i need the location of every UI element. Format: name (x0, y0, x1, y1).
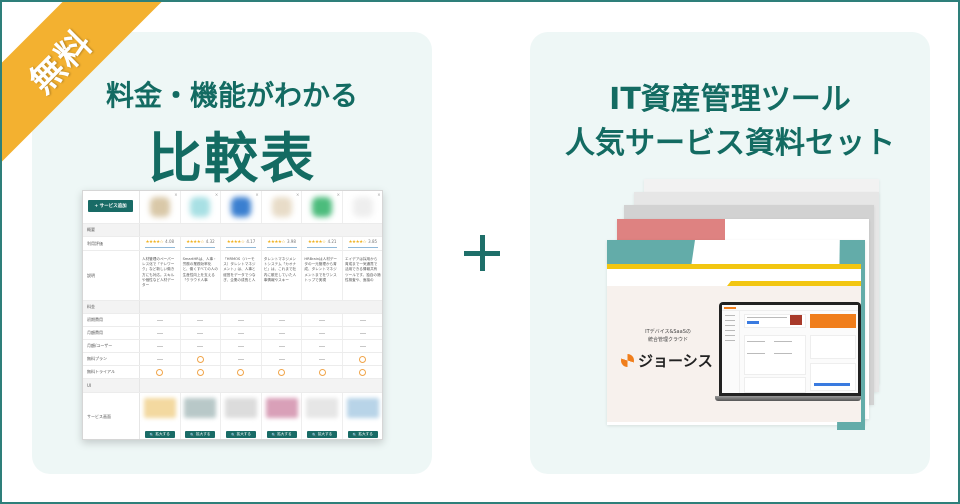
comparison-table-preview: + サービス追加 × × × × × × 概要 利用評価 ★★★★☆4.08 ★… (82, 190, 383, 440)
zoom-button[interactable]: 🔍 拡大する (266, 431, 297, 438)
star-rating-icon: ★★★★☆ (145, 240, 164, 245)
free-badge-label: 無料 (21, 21, 102, 102)
table-row-free-trial: 無料トライアル (83, 366, 382, 379)
star-rating-icon: ★★★★☆ (348, 240, 367, 245)
document-tagline: ITデバイス&SaaSの 統合管理クラウド (645, 329, 691, 343)
brand-logo: ジョーシス (621, 350, 713, 371)
free-badge-corner: 無料 (2, 2, 172, 172)
section-ui: UI (83, 379, 382, 393)
star-rating-icon: ★★★★☆ (226, 240, 245, 245)
remove-icon[interactable]: × (214, 192, 219, 197)
document-set-title-line1: IT資産管理ツール (609, 82, 851, 117)
document-cover: ITデバイス&SaaSの 統合管理クラウド ジョーシス (607, 264, 861, 422)
service-logo-cell: × (181, 191, 222, 223)
zoom-button[interactable]: 🔍 拡大する (347, 431, 378, 438)
table-row-screenshots: サービス画面 🔍 拡大する 🔍 拡大する 🔍 拡大する 🔍 拡大する 🔍 拡大す… (83, 393, 382, 439)
remove-icon[interactable]: × (296, 192, 300, 197)
add-service-button[interactable]: + サービス追加 (88, 200, 133, 212)
comparison-subtitle: 料金・機能がわかる (105, 79, 358, 112)
remove-icon[interactable]: × (336, 192, 340, 197)
star-rating-icon: ★★★★☆ (307, 240, 326, 245)
available-icon (318, 368, 326, 376)
star-rating-icon: ★★★★☆ (267, 240, 285, 245)
table-header-row: + サービス追加 × × × × × × (83, 191, 382, 224)
available-icon (278, 368, 286, 376)
comparison-title: 比較表 (148, 127, 316, 190)
service-logo (149, 197, 170, 217)
service-logo-cell: × (343, 191, 382, 223)
star-rating-icon: ★★★★☆ (186, 240, 204, 245)
zoom-button[interactable]: 🔍 拡大する (144, 431, 175, 438)
available-icon (237, 368, 245, 376)
plus-icon (464, 235, 500, 271)
zoom-button[interactable]: 🔍 拡大する (307, 431, 338, 438)
table-row-rating: 利用評価 ★★★★☆4.08 ★★★★☆4.32 ★★★★☆4.17 ★★★★☆… (83, 237, 382, 251)
laptop-mockup (715, 302, 861, 408)
service-logo (271, 197, 292, 217)
table-row-per-user: 月額/ユーザー (83, 340, 382, 353)
zoom-button[interactable]: 🔍 拡大する (225, 431, 256, 438)
available-icon (359, 355, 367, 363)
remove-icon[interactable]: × (255, 192, 259, 197)
table-row-initial-cost: 初期費用 (83, 314, 382, 327)
service-logo-cell: × (221, 191, 262, 223)
available-icon (359, 368, 367, 376)
brand-name: ジョーシス (638, 352, 713, 370)
table-row-description: 説明 人材管理のペーパーレス化で「テレワーク」など新しい働き方にも対応。スキルや… (83, 251, 382, 301)
available-icon (196, 355, 204, 363)
document-set-title-line2: 人気サービス資料セット (565, 126, 895, 161)
available-icon (156, 368, 164, 376)
table-row-monthly-cost: 月額費用 (83, 327, 382, 340)
table-row-free-plan: 無料プラン (83, 353, 382, 366)
free-badge: 無料 (2, 2, 172, 172)
service-logo-cell: × (140, 191, 181, 223)
section-overview: 概要 (83, 224, 382, 237)
zoom-button[interactable]: 🔍 拡大する (185, 431, 216, 438)
service-logo (352, 197, 373, 217)
available-icon (196, 368, 204, 376)
section-pricing: 料金 (83, 301, 382, 314)
service-logo (230, 197, 251, 217)
service-logo (190, 197, 211, 217)
brand-icon (621, 354, 634, 367)
service-logo (312, 197, 333, 217)
service-logo-cell: × (262, 191, 303, 223)
remove-icon[interactable]: × (377, 192, 381, 197)
service-logo-cell: × (302, 191, 343, 223)
remove-icon[interactable]: × (174, 192, 178, 197)
